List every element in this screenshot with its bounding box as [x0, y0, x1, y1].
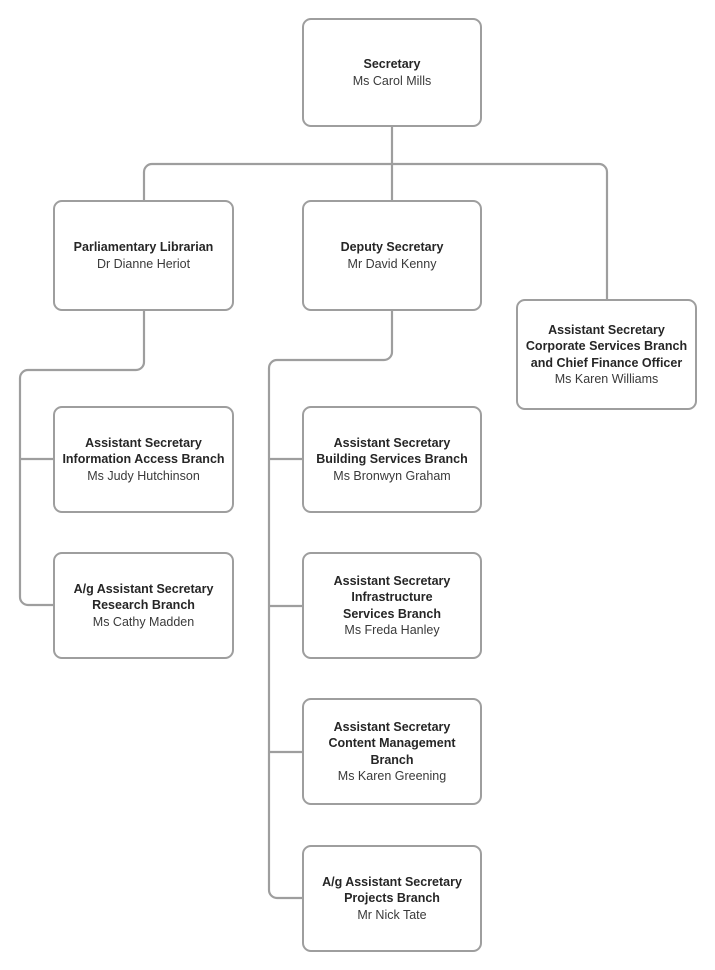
node-title-line: Secretary	[363, 57, 421, 72]
node-corporate-services[interactable]: Assistant Secretary Corporate Services B…	[516, 299, 697, 410]
node-title-line: Infrastructure	[351, 590, 433, 605]
node-title-line: Assistant Secretary	[548, 323, 665, 337]
node-title-line: A/g Assistant Secretary	[73, 582, 214, 597]
node-person-name: Ms Karen Greening	[337, 768, 447, 783]
node-title-line: Corporate Services Branch	[525, 339, 688, 354]
node-title-line: Services Branch	[343, 606, 441, 621]
node-title-line: A/g Assistant Secretary	[322, 875, 462, 890]
node-projects-branch[interactable]: A/g Assistant Secretary Projects Branch …	[302, 845, 482, 952]
node-information-access[interactable]: Assistant Secretary Information Access B…	[53, 406, 234, 513]
node-person-name: Mr David Kenny	[347, 256, 437, 271]
node-research-branch[interactable]: A/g Assistant Secretary Research Branch …	[53, 552, 234, 659]
node-secretary[interactable]: Secretary Ms Carol Mills	[302, 18, 482, 127]
node-person-name: Dr Dianne Heriot	[96, 256, 191, 271]
node-person-name: Ms Bronwyn Graham	[333, 468, 451, 483]
node-infrastructure-services[interactable]: Assistant Secretary Infrastructure Servi…	[302, 552, 482, 659]
node-person-name: Ms Freda Hanley	[344, 622, 440, 637]
node-title-line: Research Branch	[92, 598, 195, 613]
node-content-management[interactable]: Assistant Secretary Content Management B…	[302, 698, 482, 805]
node-title-line: Assistant Secretary	[333, 574, 451, 588]
node-title-line: Assistant Secretary	[333, 720, 451, 734]
node-title-line: Assistant Secretary	[333, 436, 451, 451]
node-person-name: Ms Karen Williams	[554, 371, 659, 386]
node-person-name: Mr Nick Tate	[357, 907, 427, 922]
node-parliamentary-librarian[interactable]: Parliamentary Librarian Dr Dianne Heriot	[53, 200, 234, 311]
node-deputy-secretary[interactable]: Deputy Secretary Mr David Kenny	[302, 200, 482, 311]
node-title-line: Information Access Branch	[62, 452, 225, 467]
node-title-line: Deputy Secretary	[340, 240, 444, 255]
node-title-line: Parliamentary Librarian	[73, 240, 214, 255]
connector-secretary-to-librarian	[142, 162, 392, 200]
node-title-line: Content Management	[328, 736, 456, 751]
node-title-line: Assistant Secretary	[85, 436, 202, 451]
node-title-line: Branch	[370, 752, 414, 767]
node-person-name: Ms Judy Hutchinson	[87, 468, 200, 483]
node-person-name: Ms Carol Mills	[352, 73, 432, 88]
node-title-line: Building Services Branch	[316, 452, 468, 467]
node-building-services[interactable]: Assistant Secretary Building Services Br…	[302, 406, 482, 513]
node-person-name: Ms Cathy Madden	[92, 614, 195, 629]
node-title-line: and Chief Finance Officer	[530, 355, 683, 370]
node-title-line: Projects Branch	[344, 891, 440, 906]
